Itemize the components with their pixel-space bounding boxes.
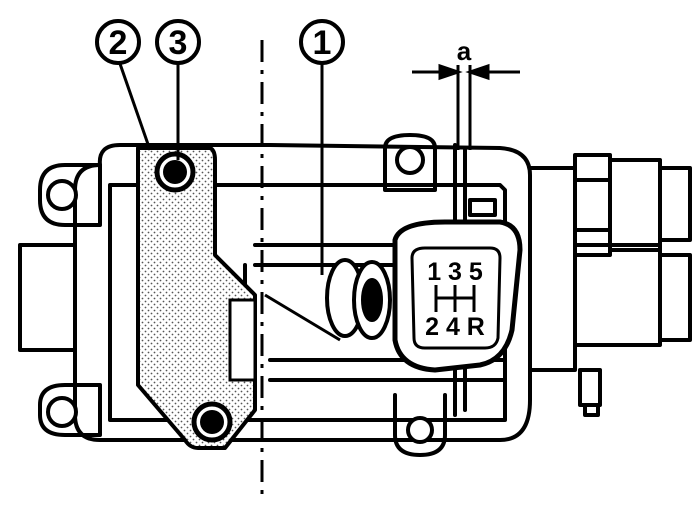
shift-pattern-top: 1 3 5 [427, 258, 483, 286]
selector-shaft [325, 258, 392, 340]
shift-pattern-bottom: 2 4 R [425, 313, 485, 341]
callout-2: 2 [95, 19, 141, 65]
lock-plate [136, 146, 257, 450]
leader-lines [116, 57, 341, 342]
dimension-label: a [457, 36, 472, 66]
shift-knob [392, 219, 523, 373]
callout-1: 1 [299, 19, 345, 65]
mounting-holes [46, 145, 434, 444]
callout-3-label: 3 [169, 24, 188, 62]
callout-1-label: 1 [313, 24, 332, 62]
callout-2-label: 2 [109, 24, 128, 62]
callout-3: 3 [155, 19, 201, 65]
dimension-a [412, 63, 520, 150]
